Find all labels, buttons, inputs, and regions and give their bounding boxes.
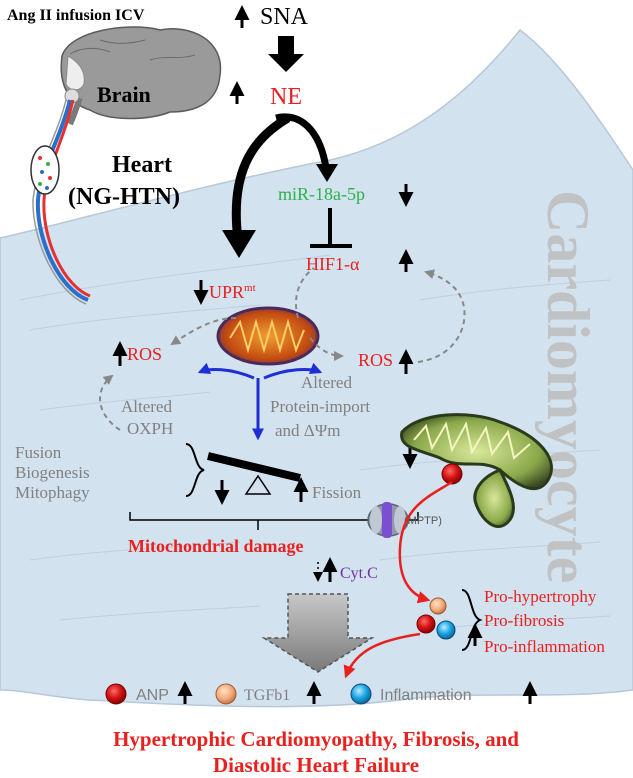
ros-right-label: ROS xyxy=(358,350,393,370)
inflammation-cell-icon xyxy=(350,683,372,705)
oxph-label-line1: Altered xyxy=(121,397,172,416)
heart-label: Heart xyxy=(112,152,172,178)
import-label-line2: Protein-import xyxy=(270,397,370,416)
ne-label: NE xyxy=(270,84,302,110)
fission-label: Fission xyxy=(312,483,362,502)
import-label-line3: and ΔΨm xyxy=(275,421,341,440)
ne-to-mir-arrow xyxy=(275,113,330,169)
anp-cell-icon xyxy=(105,683,127,705)
inflammation-label: Inflammation xyxy=(380,687,472,704)
biogenesis-label: Biogenesis xyxy=(15,463,90,482)
red-output-arrow xyxy=(343,632,421,679)
pro-hypertrophy-label: Pro-hypertrophy xyxy=(484,587,597,606)
brace-icon xyxy=(185,443,205,497)
legend-anp: ANP xyxy=(105,681,193,705)
hif-label: HIF1-α xyxy=(306,254,360,274)
fusion-label: Fusion xyxy=(15,443,62,462)
ne-to-upr-arrow xyxy=(231,114,291,241)
mir-label: miR-18a-5p xyxy=(278,184,365,204)
cycle-arrow xyxy=(309,337,344,361)
brace-icon xyxy=(461,589,483,651)
mptp-channel-illustration xyxy=(367,502,409,538)
sna-label: SNA xyxy=(260,4,309,30)
ros-left-label: ROS xyxy=(127,344,162,364)
tgfb1-cell-icon xyxy=(215,683,237,705)
pro-inflammation-label: Pro-inflammation xyxy=(484,637,605,656)
nerve-vessel xyxy=(32,99,91,305)
arrowhead-icon xyxy=(222,230,256,258)
mptp-label: (MPTP) xyxy=(404,515,442,527)
arrowhead-icon xyxy=(316,164,338,182)
legend-inflammation: Inflammation xyxy=(350,681,538,705)
blue-branch-arrows xyxy=(197,362,323,441)
anp-label: ANP xyxy=(136,687,169,704)
oxph-label-line2: OXPH xyxy=(127,419,173,438)
tgfb1-label: TGFb1 xyxy=(244,687,290,704)
cardiomyocyte-watermark: Cardiomyocyte xyxy=(535,190,601,583)
mitophagy-label: Mitophagy xyxy=(15,483,90,502)
upr-label: UPRmt xyxy=(209,282,256,302)
mitochondrion-illustration xyxy=(216,306,320,366)
ganglion-illustration xyxy=(30,145,60,195)
mitochondrial-damage-label: Mitochondrial damage xyxy=(128,536,304,556)
down-arrow-icon xyxy=(268,36,304,72)
balance-seesaw xyxy=(207,452,301,495)
brain-illustration xyxy=(60,26,222,126)
cytc-label: Cyt.C xyxy=(340,565,378,582)
cell-striations xyxy=(19,254,611,631)
big-down-arrow-icon xyxy=(261,593,375,673)
pro-fibrosis-label: Pro-fibrosis xyxy=(484,611,564,630)
red-release-arrow xyxy=(398,480,453,604)
inhibition-symbol xyxy=(310,208,352,248)
cell-cluster-illustration xyxy=(416,597,456,640)
heart-subtitle: (NG-HTN) xyxy=(68,184,180,210)
legend-tgfb1: TGFb1 xyxy=(215,681,322,705)
import-label-line1: Altered xyxy=(301,373,352,392)
cycle-arrow xyxy=(417,269,466,363)
infusion-label: Ang II infusion ICV xyxy=(7,7,145,24)
mitochondrion-fission-illustration xyxy=(400,413,553,528)
footer-title-line2: Diastolic Heart Failure xyxy=(213,753,419,777)
brain-label: Brain xyxy=(97,82,151,107)
footer-title-line1: Hypertrophic Cardiomyopathy, Fibrosis, a… xyxy=(113,727,519,751)
cycle-arrow xyxy=(295,267,315,319)
bracket-line xyxy=(129,512,419,521)
